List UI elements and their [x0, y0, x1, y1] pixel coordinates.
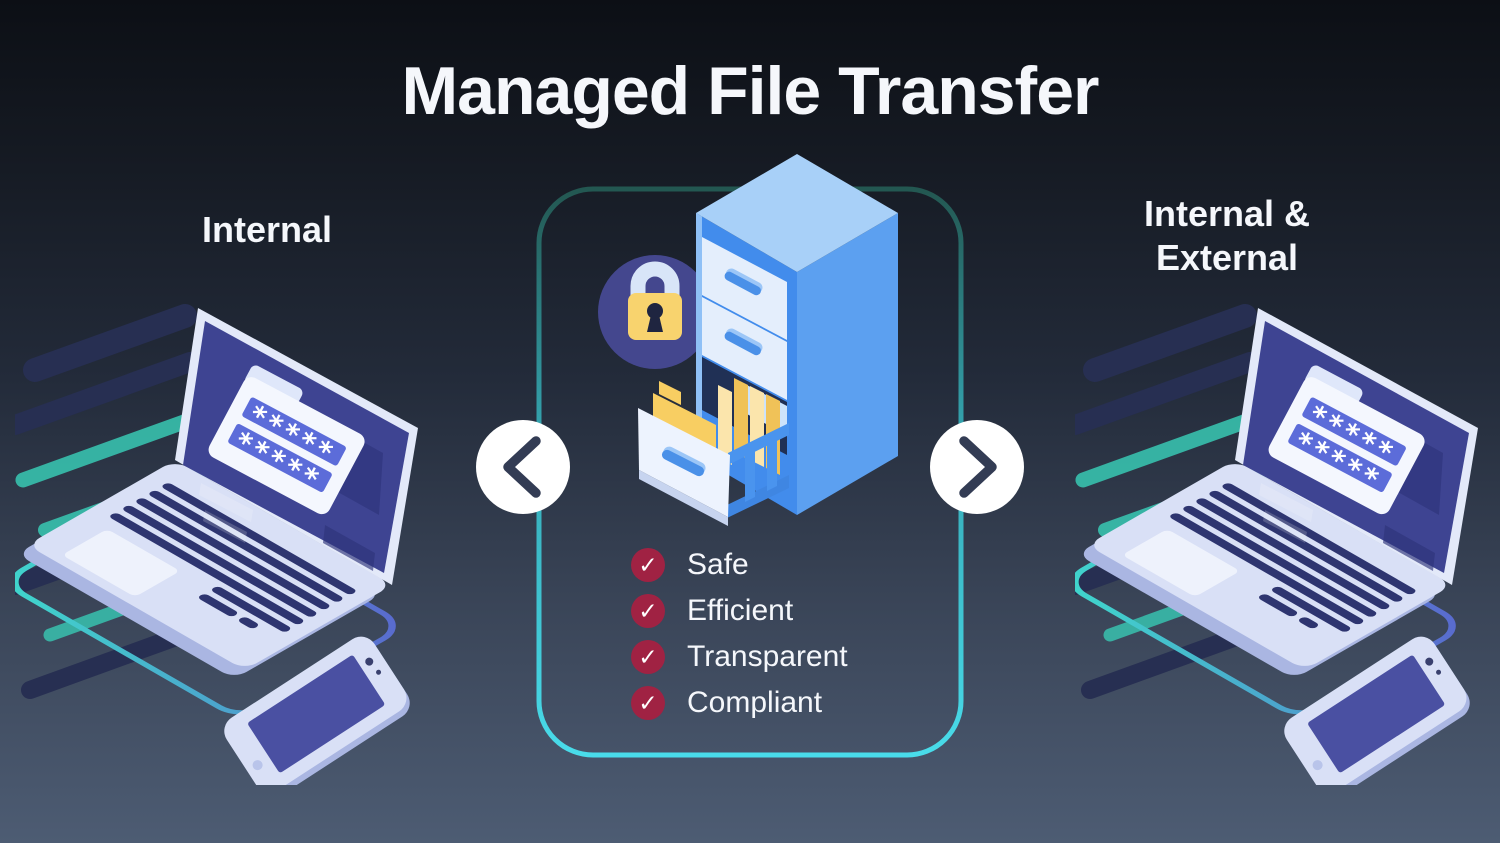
laptop-screen: ***** *****	[1235, 308, 1478, 585]
phone-home-button	[1312, 760, 1323, 771]
trackpad	[1124, 530, 1238, 596]
check-icon: ✓	[631, 686, 665, 720]
file-cabinet-illustration	[598, 154, 898, 526]
drawer-handle	[724, 328, 763, 356]
drawer-handle	[724, 268, 763, 296]
trackpad	[64, 530, 178, 596]
cabinet-side-face	[797, 213, 898, 515]
password-card: ***** *****	[1268, 365, 1425, 515]
internal-label: Internal	[201, 209, 333, 250]
lock-badge	[598, 255, 712, 369]
feature-label: Efficient	[687, 594, 794, 627]
smartphone	[224, 636, 410, 785]
phone-camera-dot	[365, 657, 374, 666]
password-field	[242, 397, 346, 466]
chevron-left-icon	[503, 436, 541, 498]
feature-item-compliant: ✓ Compliant	[631, 686, 822, 720]
phone-camera-dot	[1436, 669, 1442, 675]
keyboard-keys	[1170, 483, 1416, 632]
internal-external-laptop-illustration: ***** *****	[1075, 304, 1478, 785]
feature-label: Safe	[687, 548, 749, 581]
cabinet-top-face	[696, 154, 898, 272]
laptop-base	[1083, 464, 1446, 675]
laptop-base	[23, 464, 386, 675]
internal-external-label-line2: External	[1155, 237, 1299, 278]
password-field	[228, 424, 332, 493]
phone-camera-dot	[1425, 657, 1434, 666]
lock-icon	[628, 261, 682, 340]
drawer-rails	[727, 423, 789, 518]
check-icon: ✓	[631, 548, 665, 582]
file-cabinet	[638, 154, 898, 526]
password-field	[1288, 424, 1392, 493]
cabinet-edge-highlight	[696, 213, 702, 460]
chevron-right-icon	[959, 436, 997, 498]
internal-laptop-illustration: ***** *****	[15, 304, 418, 785]
internal-external-label-line1: Internal &	[1143, 193, 1311, 234]
phone-camera-dot	[376, 669, 382, 675]
check-icon: ✓	[631, 640, 665, 674]
open-drawer-front-edge	[639, 470, 728, 526]
screen-text-lines	[1259, 483, 1313, 543]
phone-home-button	[252, 760, 263, 771]
feature-item-efficient: ✓ Efficient	[631, 594, 793, 628]
password-field	[1302, 397, 1406, 466]
prev-button[interactable]	[476, 420, 570, 514]
feature-label: Compliant	[687, 686, 823, 719]
laptop-screen: ***** *****	[175, 308, 418, 585]
screen-text-lines	[199, 483, 253, 543]
phone-screen	[248, 655, 385, 773]
keyboard-keys	[110, 483, 356, 632]
feature-item-transparent: ✓ Transparent	[631, 640, 848, 674]
smartphone	[1284, 636, 1470, 785]
internal-external-label: Internal & External	[1077, 192, 1377, 280]
feature-label: Transparent	[687, 640, 848, 673]
drawer-handle	[661, 446, 706, 477]
check-icon: ✓	[631, 594, 665, 628]
phone-screen	[1308, 655, 1445, 773]
next-button[interactable]	[930, 420, 1024, 514]
page-title: Managed File Transfer	[401, 53, 1100, 129]
feature-item-safe: ✓ Safe	[631, 548, 749, 582]
